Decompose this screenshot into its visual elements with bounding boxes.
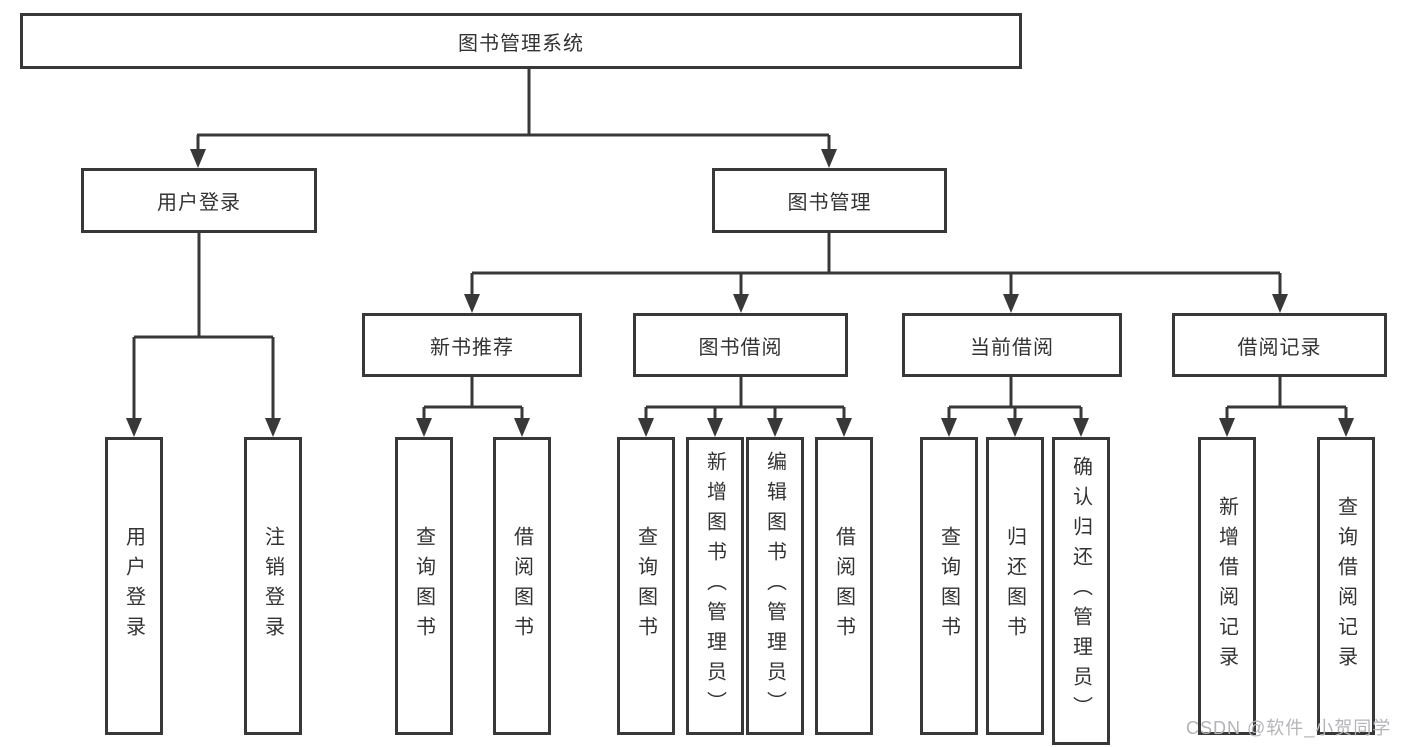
edge-book-borrowing xyxy=(638,377,852,437)
edge-borrowing-records xyxy=(1219,377,1354,437)
node-label: 查询图书 xyxy=(937,526,960,646)
edge-root-to-level2 xyxy=(190,69,837,168)
node-cb-confirm-return-admin: 确认归还（管理员） xyxy=(1052,437,1110,745)
node-user-login-group: 用户登录 xyxy=(81,168,317,233)
node-new-book-recommend: 新书推荐 xyxy=(362,313,582,377)
node-library-system: 图书管理系统 xyxy=(20,13,1022,69)
node-label: 新增借阅记录 xyxy=(1215,496,1238,676)
node-label: 借阅图书 xyxy=(510,526,533,646)
node-borrowing-records: 借阅记录 xyxy=(1172,313,1387,377)
node-label: 查询借阅记录 xyxy=(1334,496,1357,676)
node-book-management: 图书管理 xyxy=(712,168,947,233)
csdn-watermark: CSDN @软件_小贺同学 xyxy=(1186,718,1392,738)
node-label: 借阅图书 xyxy=(832,526,855,646)
node-book-borrowing: 图书借阅 xyxy=(633,313,848,377)
node-label: 图书管理系统 xyxy=(458,32,584,55)
node-label: 图书管理 xyxy=(787,192,872,214)
node-nb-query-book: 查询图书 xyxy=(395,437,453,735)
node-label: 编辑图书（管理员） xyxy=(763,451,786,721)
node-logout: 注销登录 xyxy=(244,437,302,735)
node-cb-query-book: 查询图书 xyxy=(920,437,978,735)
node-label: 图书借阅 xyxy=(698,336,783,359)
node-br-query-record: 查询借阅记录 xyxy=(1317,437,1375,735)
node-label: 查询图书 xyxy=(412,526,435,646)
edge-book-management xyxy=(464,233,1288,313)
node-label: 当前借阅 xyxy=(970,336,1054,359)
node-label: 用户登录 xyxy=(157,192,241,214)
node-label: 借阅记录 xyxy=(1237,336,1322,359)
node-label: 注销登录 xyxy=(261,526,284,646)
node-current-borrowing: 当前借阅 xyxy=(902,313,1122,377)
node-label: 新增图书（管理员） xyxy=(703,451,726,721)
node-label: 查询图书 xyxy=(634,526,657,646)
node-label: 新书推荐 xyxy=(430,336,514,359)
node-label: 归还图书 xyxy=(1003,526,1026,646)
node-nb-borrow-book: 借阅图书 xyxy=(493,437,551,735)
edge-new-book-recommend xyxy=(416,377,530,437)
node-bb-query-book: 查询图书 xyxy=(617,437,675,735)
edge-current-borrowing xyxy=(941,377,1089,437)
node-bb-edit-book-admin: 编辑图书（管理员） xyxy=(746,437,804,735)
node-bb-add-book-admin: 新增图书（管理员） xyxy=(686,437,744,735)
node-label: 用户登录 xyxy=(122,526,145,646)
node-br-add-record: 新增借阅记录 xyxy=(1198,437,1256,735)
node-cb-return-book: 归还图书 xyxy=(986,437,1044,735)
node-user-login: 用户登录 xyxy=(105,437,163,735)
edge-user-login-group xyxy=(126,233,281,437)
node-bb-borrow-book: 借阅图书 xyxy=(815,437,873,735)
node-label: 确认归还（管理员） xyxy=(1069,456,1092,726)
